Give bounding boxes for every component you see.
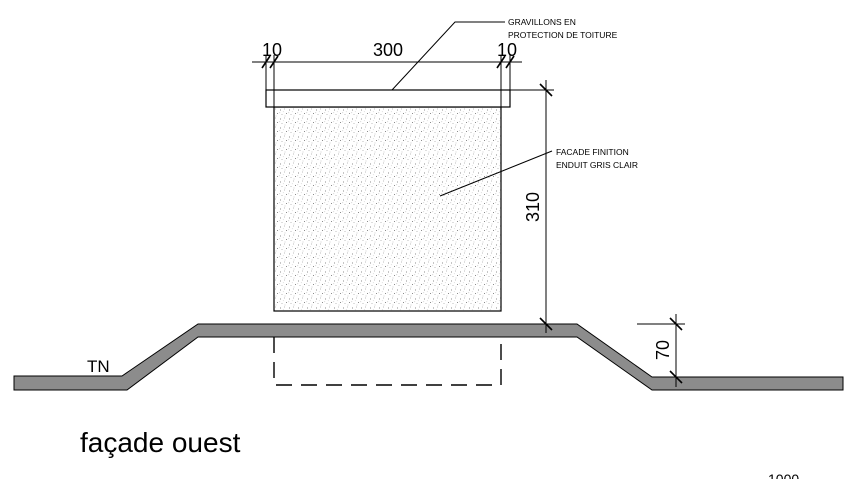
corner-text: 1000 <box>768 471 799 479</box>
facade-label-line1: FACADE FINITION <box>556 147 629 157</box>
ground-profile <box>13 323 844 391</box>
ground-step-dimension <box>637 314 685 387</box>
drawing-caption: façade ouest <box>80 427 241 458</box>
dimension-width: 300 <box>373 40 403 60</box>
roof-slab <box>265 89 511 108</box>
width-dimension <box>252 55 522 107</box>
tn-label: TN <box>87 357 110 376</box>
foundation-outline <box>273 337 502 386</box>
gravillons-label-line2: PROTECTION DE TOITURE <box>508 30 618 40</box>
dimension-right-overhang: 10 <box>497 40 517 60</box>
dimension-ground-step: 70 <box>653 340 673 360</box>
gravillons-label-line1: GRAVILLONS EN <box>508 17 576 27</box>
gravillons-leader <box>391 21 505 91</box>
dimension-height: 310 <box>523 192 543 222</box>
height-dimension <box>501 80 554 333</box>
facade-leader <box>439 150 553 197</box>
facade-wall <box>273 106 502 312</box>
dimension-left-overhang: 10 <box>262 40 282 60</box>
facade-label-line2: ENDUIT GRIS CLAIR <box>556 160 638 170</box>
